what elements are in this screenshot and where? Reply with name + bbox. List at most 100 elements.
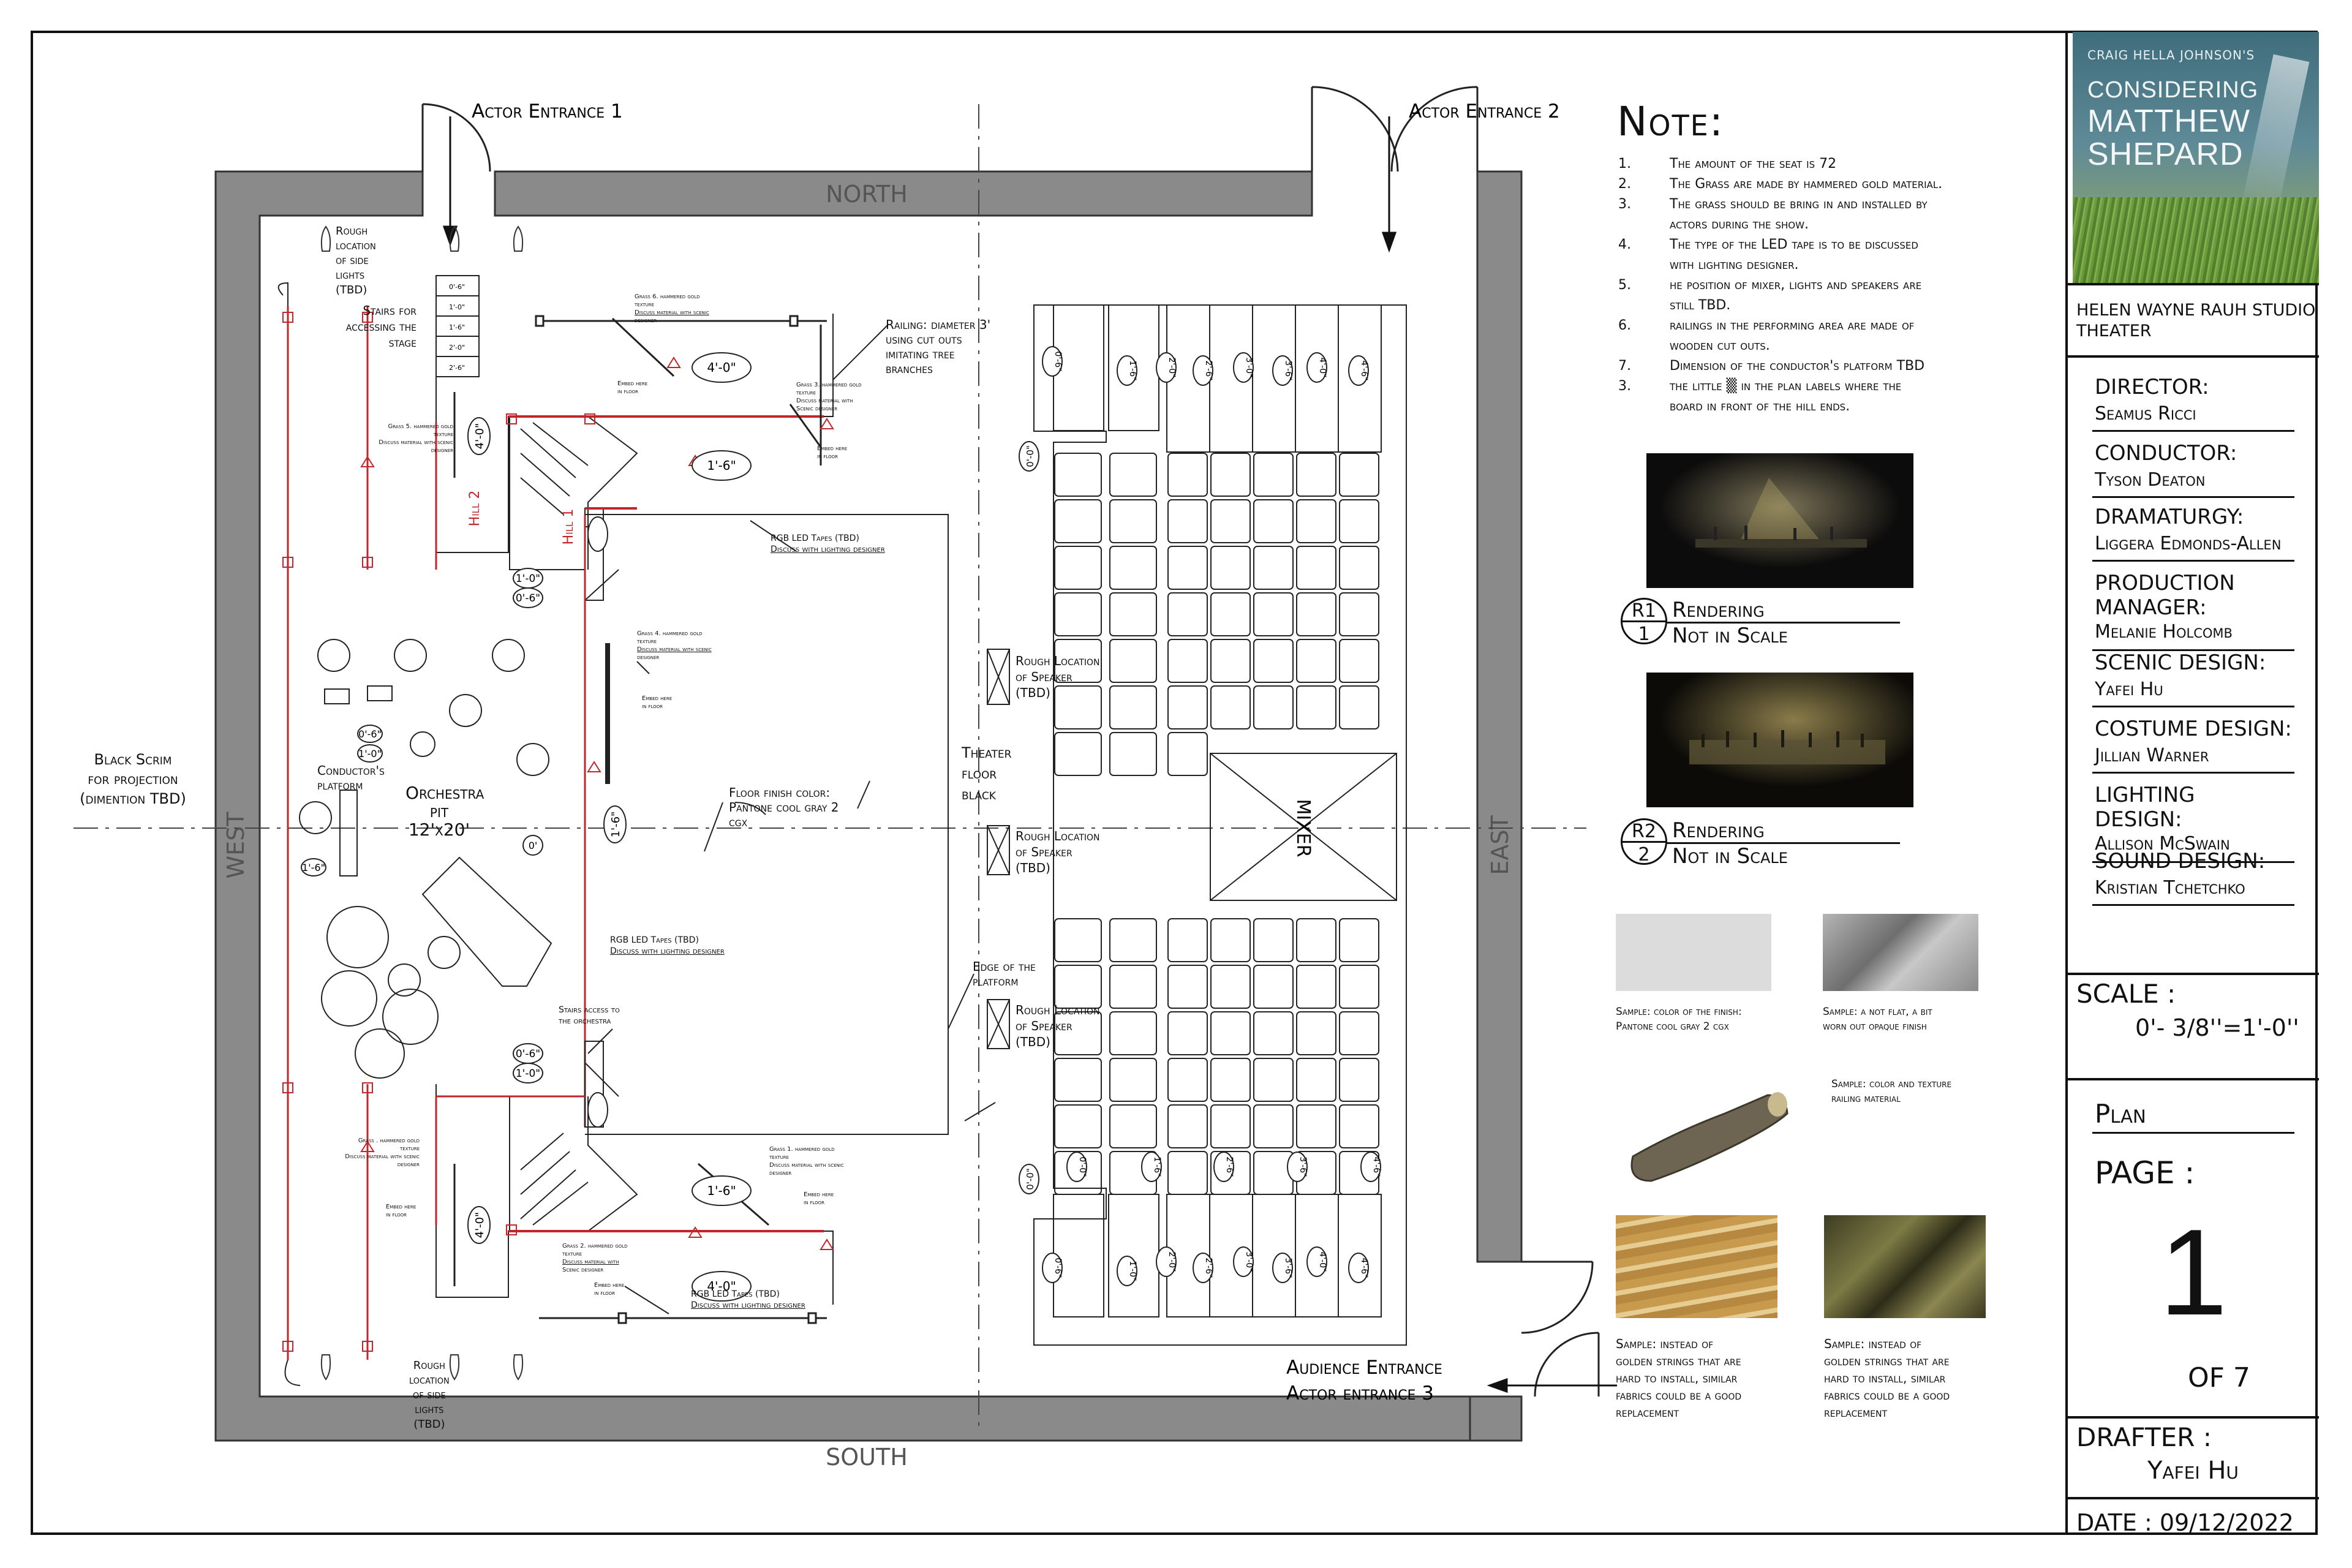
stair-dims: 0'-6" 1'-0" 1'-6" 2'-0" 2'-6" <box>449 283 465 372</box>
side-lights <box>320 225 524 1381</box>
svg-text:0'-0": 0'-0" <box>1077 1156 1087 1177</box>
sheet-type: Plan <box>2095 1099 2146 1129</box>
sample-golden-2-swatch <box>1824 1215 1986 1318</box>
label-orchestra-pit: Orchestra pit 12'x20' <box>405 783 484 840</box>
credit-name: Tyson Deaton <box>2095 469 2206 491</box>
drafter-label: DRAFTER : <box>2076 1422 2212 1452</box>
room-walls <box>214 170 1523 1442</box>
label-grass-7: Grass . hammered gold texture Discuss ma… <box>345 1137 420 1168</box>
door-actor-2-left <box>1311 86 1399 172</box>
svg-text:2'-6": 2'-6" <box>1204 360 1213 380</box>
wall-corner <box>1469 1395 1523 1442</box>
svg-text:4'-0": 4'-0" <box>473 423 486 450</box>
credit-role: DRAMATURGY: <box>2095 505 2244 529</box>
credit-role: SOUND DESIGN: <box>2095 849 2266 873</box>
note-item: 3.the little ▒ in the plan labels where … <box>1618 379 1902 414</box>
center-lines <box>74 104 1586 1427</box>
label-grass-5: Grass 5. hammered gold texture Discuss m… <box>379 423 453 454</box>
svg-text:0'-6": 0'-6" <box>1053 1257 1063 1278</box>
credit-role: LIGHTING DESIGN: <box>2095 783 2195 832</box>
credit-name: Seamus Ricci <box>2095 403 2196 424</box>
label-floor-finish: Floor finish color: Pantone cool gray 2 … <box>729 785 839 829</box>
label-conductor-platform: Conductor's platform <box>317 763 385 793</box>
credit-role: CONDUCTOR: <box>2095 441 2237 466</box>
svg-text:1'-6": 1'-6" <box>609 812 622 838</box>
svg-text:1'-6": 1'-6" <box>707 1183 736 1198</box>
credit-name: Yafei Hu <box>2095 679 2163 700</box>
wall-label-east: EAST <box>1487 815 1513 875</box>
svg-text:1'-6": 1'-6" <box>449 323 465 331</box>
west-curve <box>277 282 301 1386</box>
upper-railings <box>453 315 827 478</box>
red-scrim-lines <box>287 306 437 1360</box>
svg-text:3'-6": 3'-6" <box>1298 1156 1308 1177</box>
seat-dim-labels: 0'-6" 1'-6" 2'-0" 2'-6" 3'-0" 3'-6" 4'-0… <box>1053 351 1381 1281</box>
svg-text:4'-6": 4'-6" <box>1371 1156 1381 1177</box>
svg-text:4'-0": 4'-0" <box>473 1212 486 1238</box>
label-black-scrim: Black Scrim for projection (dimention TB… <box>80 751 186 807</box>
label-rgb-led-2: RGB LED Tapes (TBD) Discuss with lightin… <box>610 935 725 956</box>
note-item: 5.he position of mixer, lights and speak… <box>1618 277 1922 313</box>
wall-label-west: WEST <box>222 812 249 879</box>
svg-text:1'-0": 1'-0" <box>516 573 540 585</box>
label-embed-2: Embed here in floor <box>817 445 848 460</box>
label-embed-4: Embed here in floor <box>386 1204 417 1218</box>
door-actor-2-right <box>1390 86 1479 172</box>
poster-line-1: CRAIG HELLA JOHNSON'S <box>2087 48 2255 62</box>
drafter-name: Yafei Hu <box>2147 1457 2239 1485</box>
mixer-label: MIXER <box>1292 799 1314 857</box>
svg-text:2'-6": 2'-6" <box>449 364 465 372</box>
svg-text:0'-6": 0'-6" <box>1053 351 1063 371</box>
hill-1-label: Hill 1 <box>561 509 576 545</box>
svg-text:1'-0": 1'-0" <box>358 748 382 760</box>
credit-role: PRODUCTION MANAGER: <box>2095 571 2235 620</box>
door-actor-1 <box>421 103 491 172</box>
poster-line-2: CONSIDERING <box>2087 77 2259 103</box>
svg-text:0'-6": 0'-6" <box>449 283 465 291</box>
entrance-label-actor-3: Actor entrance 3 <box>1286 1382 1434 1404</box>
svg-text:2'-6": 2'-6" <box>1204 1257 1213 1278</box>
page-of: OF 7 <box>2188 1362 2250 1393</box>
label-theater-floor: Theater floor black <box>962 744 1012 803</box>
note-item: 4.The type of the LED tape is to be disc… <box>1618 237 1918 273</box>
note-item: 6.railings in the performing area are ma… <box>1618 318 1915 353</box>
note-item: 7.Dimension of the conductor's platform … <box>1618 358 1925 374</box>
svg-text:2'-0": 2'-0" <box>449 344 465 352</box>
rendering-2-image <box>1646 673 1913 807</box>
wall-label-north: NORTH <box>826 181 908 208</box>
entrance-label-audience: Audience Entrance <box>1286 1357 1442 1379</box>
show-poster: CRAIG HELLA JOHNSON'S CONSIDERING MATTHE… <box>2073 32 2319 283</box>
svg-text:4'-0": 4'-0" <box>707 360 736 375</box>
label-rgb-led-3: RGB LED Tapes (TBD) Discuss with lightin… <box>691 1289 805 1310</box>
entrance-arrows <box>442 116 1617 1393</box>
svg-text:1'-0": 1'-0" <box>449 303 465 311</box>
svg-text:3'-0": 3'-0" <box>1244 357 1254 377</box>
svg-text:1'-6": 1'-6" <box>1128 360 1137 380</box>
upper-hill-platform <box>435 314 834 601</box>
svg-text:2'-0": 2'-0" <box>1167 1251 1177 1272</box>
rendering-1-image <box>1646 453 1913 588</box>
dimension-labels: 4'-0" 1'-6" 1'-6" 4'-0" 1'-0" 0'-6" 0'-6… <box>302 360 736 1294</box>
seat-dims <box>1019 346 1381 1286</box>
label-railing: Railing: diameter 3' using cut outs imit… <box>886 317 991 376</box>
credit-role: COSTUME DESIGN: <box>2095 717 2292 741</box>
svg-text:3'-0": 3'-0" <box>1244 1251 1254 1272</box>
svg-text:0'-0": 0'-0" <box>1025 445 1036 467</box>
label-speaker-2: Rough Location of Speaker (TBD) <box>1016 829 1100 875</box>
label-rgb-led-1: RGB LED Tapes (TBD) Discuss with lightin… <box>771 533 885 554</box>
label-stairs-orchestra: Stairs access to the orchestra <box>559 1005 620 1026</box>
sample-finish-swatch <box>1616 914 1771 991</box>
theater-name: HELEN WAYNE RAUH STUDIO THEATER <box>2076 301 2316 341</box>
credit-name: Kristian Tchetchko <box>2095 877 2245 899</box>
label-embed-1: Embed here in floor <box>617 380 648 395</box>
label-embed-6: Embed here in floor <box>594 1282 625 1297</box>
wall-label-south: SOUTH <box>826 1444 908 1471</box>
credit-name: Jillian Warner <box>2095 745 2209 766</box>
poster-line-4: SHEPARD <box>2087 137 2244 172</box>
svg-text:0'-0": 0'-0" <box>1025 1168 1036 1190</box>
svg-text:2'-6": 2'-6" <box>1224 1156 1234 1177</box>
